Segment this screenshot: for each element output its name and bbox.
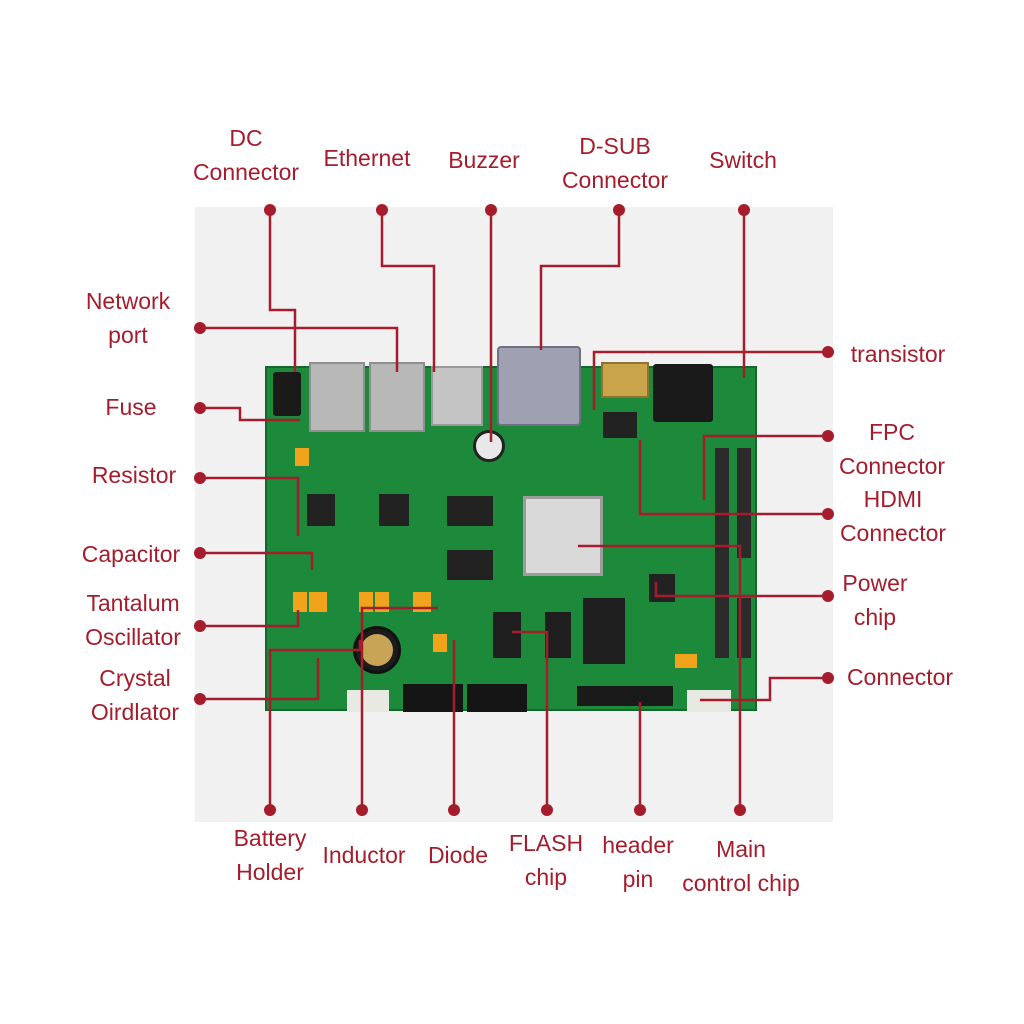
ethernet-port-2-part xyxy=(369,362,425,432)
tantalum-cap-6 xyxy=(295,448,309,466)
ic-3-part xyxy=(447,496,493,526)
hdmi-part xyxy=(601,362,649,398)
label-battery-holder: Battery Holder xyxy=(233,825,307,885)
label-resistor: Resistor xyxy=(91,462,177,488)
fpc-connector-3-part xyxy=(715,538,729,658)
ic-6-part xyxy=(545,612,571,658)
label-dc-connector: DC Connector xyxy=(192,125,300,185)
main-chip-part xyxy=(523,496,603,576)
ic-1-part xyxy=(307,494,335,526)
connector-white-1 xyxy=(347,690,389,712)
label-buzzer: Buzzer xyxy=(448,147,520,173)
header-pin-part xyxy=(577,686,673,706)
label-tantalum-oscillator: Tantalum Oscillator xyxy=(85,590,181,650)
tantalum-cap-2 xyxy=(309,592,327,612)
label-flash-chip: FLASH chip xyxy=(508,830,584,890)
battery-cell-part xyxy=(361,634,393,666)
tantalum-cap-7 xyxy=(433,634,447,652)
usb-port-part xyxy=(431,366,483,426)
ic-7-part xyxy=(603,412,637,438)
flash-chip-part xyxy=(493,612,521,658)
power-chip-part xyxy=(649,574,675,602)
label-capacitor: Capacitor xyxy=(81,541,181,567)
ic-4-part xyxy=(447,550,493,580)
ic-5-part xyxy=(583,598,625,664)
circuit-board xyxy=(265,346,757,712)
label-crystal-oirdlator: Crystal Oirdlator xyxy=(90,665,180,725)
fpc-connector-1-part xyxy=(715,448,729,558)
label-fpc-connector: FPC Connector xyxy=(838,419,946,479)
label-hdmi-connector: HDMI Connector xyxy=(839,486,947,546)
ic-2-part xyxy=(379,494,409,526)
connector-black-2 xyxy=(467,684,527,712)
fpc-connector-2-part xyxy=(737,448,751,558)
label-fuse: Fuse xyxy=(105,394,157,420)
label-header-pin: header pin xyxy=(602,832,674,892)
buzzer-part xyxy=(473,430,505,462)
audio-jack-part xyxy=(653,364,713,422)
label-dsub-connector: D-SUB Connector xyxy=(561,133,669,193)
label-ethernet: Ethernet xyxy=(323,145,411,171)
ethernet-port-1-part xyxy=(309,362,365,432)
tantalum-cap-8 xyxy=(675,654,697,668)
label-connector: Connector xyxy=(846,664,954,690)
label-inductor: Inductor xyxy=(322,842,406,868)
label-diode: Diode xyxy=(427,842,489,868)
dc-jack-part xyxy=(273,372,301,416)
label-network-port: Network port xyxy=(85,288,171,348)
dsub-part xyxy=(497,346,581,426)
label-main-control-chip: Main control chip xyxy=(682,836,800,896)
tantalum-cap-1 xyxy=(293,592,307,612)
label-transistor: transistor xyxy=(850,341,946,367)
label-switch: Switch xyxy=(709,147,777,173)
label-power-chip: Power chip xyxy=(842,570,908,630)
